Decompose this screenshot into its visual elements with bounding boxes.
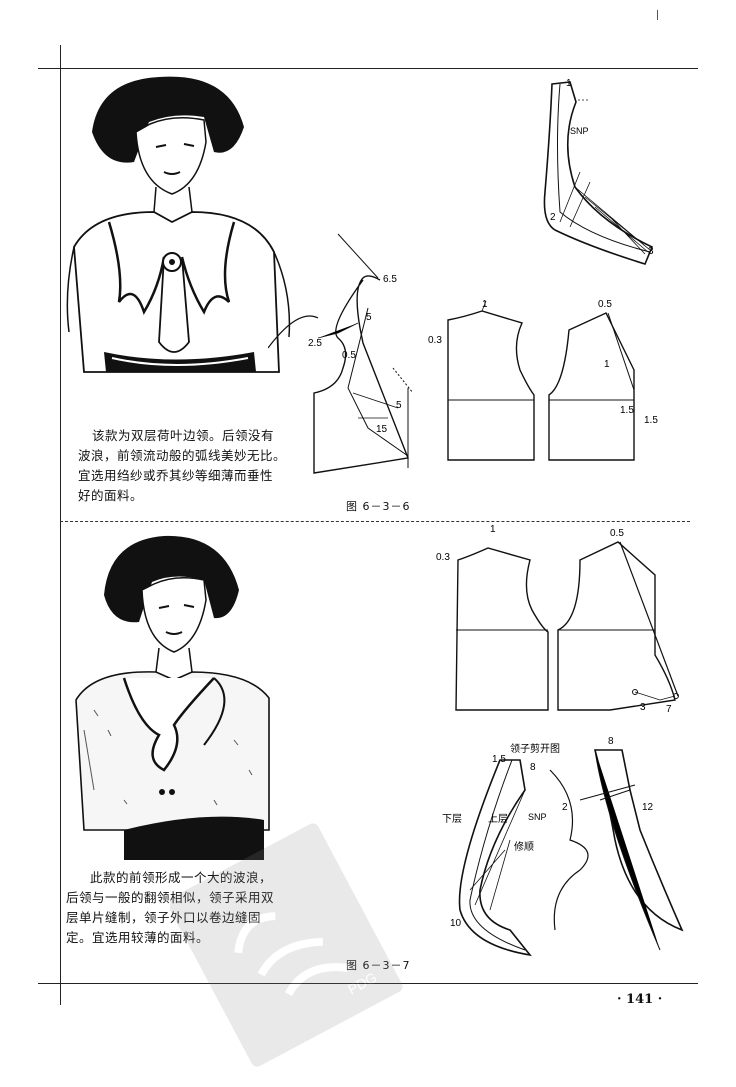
- label-front-1-5b: 1.5: [644, 415, 658, 426]
- caption-2: 图 6－3－7: [346, 957, 411, 973]
- section-divider: [60, 521, 690, 522]
- figure-sketch-1: [66, 76, 291, 373]
- label-snp: SNP: [528, 812, 547, 822]
- label-1: 1: [566, 78, 572, 89]
- label-2-5: 2.5: [308, 338, 322, 349]
- label-10: 10: [450, 918, 462, 929]
- label-back-1: 1: [490, 524, 496, 535]
- description-1-line: 波浪，前领流动般的弧线美妙无比。: [78, 448, 287, 463]
- description-1: 该款为双层荷叶边领。后领没有 波浪，前领流动般的弧线美妙无比。 宜选用绉纱或乔其…: [78, 426, 308, 506]
- description-2-line: 层单片缝制，领子外口以卷边缝固: [66, 910, 262, 925]
- corner-mark: [657, 10, 658, 20]
- left-rule: [60, 45, 61, 1005]
- figure-sketch-2: [75, 535, 270, 860]
- label-0-5: 0.5: [342, 350, 356, 361]
- page-number: · 141 ·: [617, 992, 663, 1007]
- caption-1: 图 6－3－6: [346, 500, 411, 513]
- collar-pattern-1: 1 SNP 2 3: [543, 78, 654, 265]
- label-lower: 下层: [442, 813, 462, 825]
- label-3: 3: [640, 702, 646, 713]
- label-trim: 修顺: [514, 840, 534, 853]
- label-5b: 5: [396, 400, 402, 411]
- label-upper: 上层: [488, 813, 508, 825]
- label-1-5: 1.5: [492, 754, 506, 765]
- label-8b: 8: [530, 762, 536, 773]
- label-2: 2: [562, 802, 568, 813]
- description-2: 此款的前领形成一个大的波浪， 后领与一般的翻领相似，领子采用双 层单片缝制，领子…: [66, 868, 346, 948]
- label-15: 15: [376, 424, 388, 435]
- label-front-1-5a: 1.5: [620, 405, 634, 416]
- label-12: 12: [642, 802, 654, 813]
- label-back-1: 1: [482, 299, 488, 310]
- label-3: 3: [648, 246, 654, 257]
- front-bodice-draft-1: 6.5 5 2.5 0.5 5 15: [268, 233, 414, 474]
- label-back-0-3: 0.3: [436, 552, 450, 563]
- collar-pattern-2: 领子剪开图 8 1.5 8 下层 上层 SNP 修顺 10 2 12: [442, 736, 684, 957]
- description-2-line: 后领与一般的翻领相似，领子采用双: [66, 890, 275, 905]
- label-snp: SNP: [570, 126, 589, 136]
- bodice-pair-2: 1 0.3 0.5 3 7: [436, 524, 679, 715]
- label-6-5: 6.5: [383, 274, 397, 285]
- label-front-0-5: 0.5: [598, 299, 612, 310]
- label-5: 5: [366, 312, 372, 323]
- label-8a: 8: [608, 736, 614, 747]
- watermark-seal: PDG: [170, 823, 403, 1067]
- label-back-0-3: 0.3: [428, 335, 442, 346]
- top-rule: [38, 68, 698, 69]
- label-front-0-5: 0.5: [610, 528, 624, 539]
- description-1-line: 好的面料。: [78, 488, 144, 503]
- bodice-pair-1: 1 0.3 0.5 1 1.5 1.5: [428, 299, 658, 461]
- description-2-line: 定。宜选用较薄的面料。: [66, 930, 210, 945]
- label-2: 2: [550, 212, 556, 223]
- label-7: 7: [666, 704, 672, 715]
- label-front-1: 1: [604, 359, 610, 370]
- label-collar-title: 领子剪开图: [510, 742, 560, 755]
- description-1-line: 该款为双层荷叶边领。后领没有: [92, 428, 275, 443]
- description-2-line: 此款的前领形成一个大的波浪，: [90, 870, 273, 885]
- bottom-rule: [38, 983, 698, 984]
- description-1-line: 宜选用绉纱或乔其纱等细薄而垂性: [78, 468, 274, 483]
